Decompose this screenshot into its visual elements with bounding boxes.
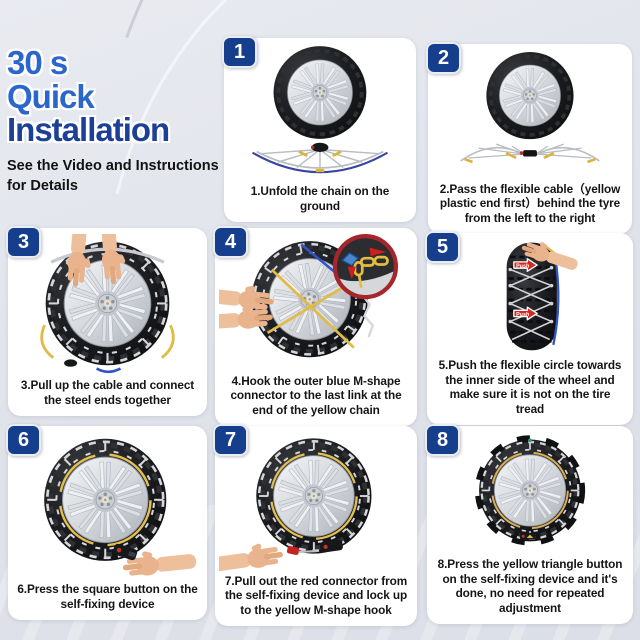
self-fixing-device-icon	[112, 543, 138, 561]
step-number-badge: 5	[425, 231, 460, 263]
subtitle-line1: See the Video and Instructions	[7, 157, 219, 174]
step-card-3: 3 3.Pull up the cable and connect the st…	[6, 226, 207, 416]
tire-icon	[274, 46, 367, 139]
step-illustration	[428, 44, 632, 181]
step-card-4: 4	[213, 226, 417, 426]
push-label: Push	[516, 312, 529, 318]
step-caption: 3.Pull up the cable and connect the stee…	[20, 378, 195, 407]
step-illustration	[224, 38, 416, 183]
step-number-badge: 7	[213, 424, 248, 456]
tire-icon	[486, 52, 573, 139]
chain-wings-icon	[460, 143, 600, 164]
hand-icon	[219, 539, 285, 573]
title-30s: 30 s	[7, 44, 68, 81]
step-number: 3	[17, 230, 30, 253]
step-caption: 4.Hook the outer blue M-shape connector …	[230, 373, 402, 417]
tire-icon	[44, 439, 166, 561]
step-number: 8	[436, 428, 449, 451]
chain-on-ground-icon	[251, 142, 389, 174]
chain-ends-icon	[40, 324, 175, 374]
step-illustration: Push Push	[427, 233, 633, 357]
yellow-cable-icon	[491, 451, 569, 530]
tire-icon	[256, 438, 371, 553]
step-caption: 8.Press the yellow triangle button on th…	[437, 557, 623, 615]
step-number-badge: 8	[425, 424, 460, 456]
step-caption: 7.Pull out the red connector from the se…	[224, 573, 408, 617]
step-card-1: 1 1.Unfold the chain	[222, 36, 416, 222]
red-connector-icon	[286, 546, 317, 556]
step-number: 1	[233, 40, 246, 63]
step-illustration	[8, 228, 207, 377]
step-number-badge: 6	[6, 424, 41, 456]
step-caption: 6.Press the square button on the self-fi…	[17, 582, 198, 611]
step-number-badge: 4	[213, 226, 248, 258]
step-card-7: 7 7.Pull out the red connector f	[213, 424, 417, 626]
subtitle-line2: for Details	[7, 177, 78, 194]
step-illustration	[8, 426, 207, 581]
title-installation: Installation	[7, 111, 170, 149]
step-card-2: 2 2.P	[426, 42, 632, 234]
step-illustration	[215, 228, 417, 373]
title-quick: Quick	[7, 77, 95, 115]
step-number-badge: 2	[426, 42, 461, 74]
step-illustration	[215, 426, 417, 573]
step-caption: 5.Push the flexible circle towards the i…	[438, 358, 622, 416]
step-card-5: 5	[425, 231, 633, 425]
step-number: 5	[436, 235, 449, 258]
push-arrow-icon: Push	[513, 306, 538, 321]
step-card-8: 8 8.Press the yellow triangle button o	[425, 424, 633, 624]
step-caption: 1.Unfold the chain on the ground	[250, 184, 390, 213]
inset-detail-icon	[332, 234, 399, 300]
step-number-badge: 1	[222, 36, 257, 68]
step-number: 7	[224, 428, 237, 451]
step-card-6: 6 6.Press the square button on the self-…	[6, 424, 207, 620]
tire-icon	[474, 435, 586, 546]
push-arrow-icon: Push	[513, 258, 538, 272]
step-number: 2	[437, 46, 450, 69]
step-number-badge: 3	[6, 226, 41, 258]
self-fixing-device-icon	[519, 532, 536, 540]
step-illustration	[427, 426, 633, 556]
step-caption: 2.Pass the flexible cable（yellow plastic…	[439, 181, 621, 225]
step-number: 6	[17, 428, 30, 451]
page-title: 30 s Quick Installation See the Video an…	[7, 46, 219, 196]
self-fixing-device-icon	[320, 539, 343, 553]
step-number: 4	[224, 230, 237, 253]
push-label: Push	[516, 263, 529, 269]
